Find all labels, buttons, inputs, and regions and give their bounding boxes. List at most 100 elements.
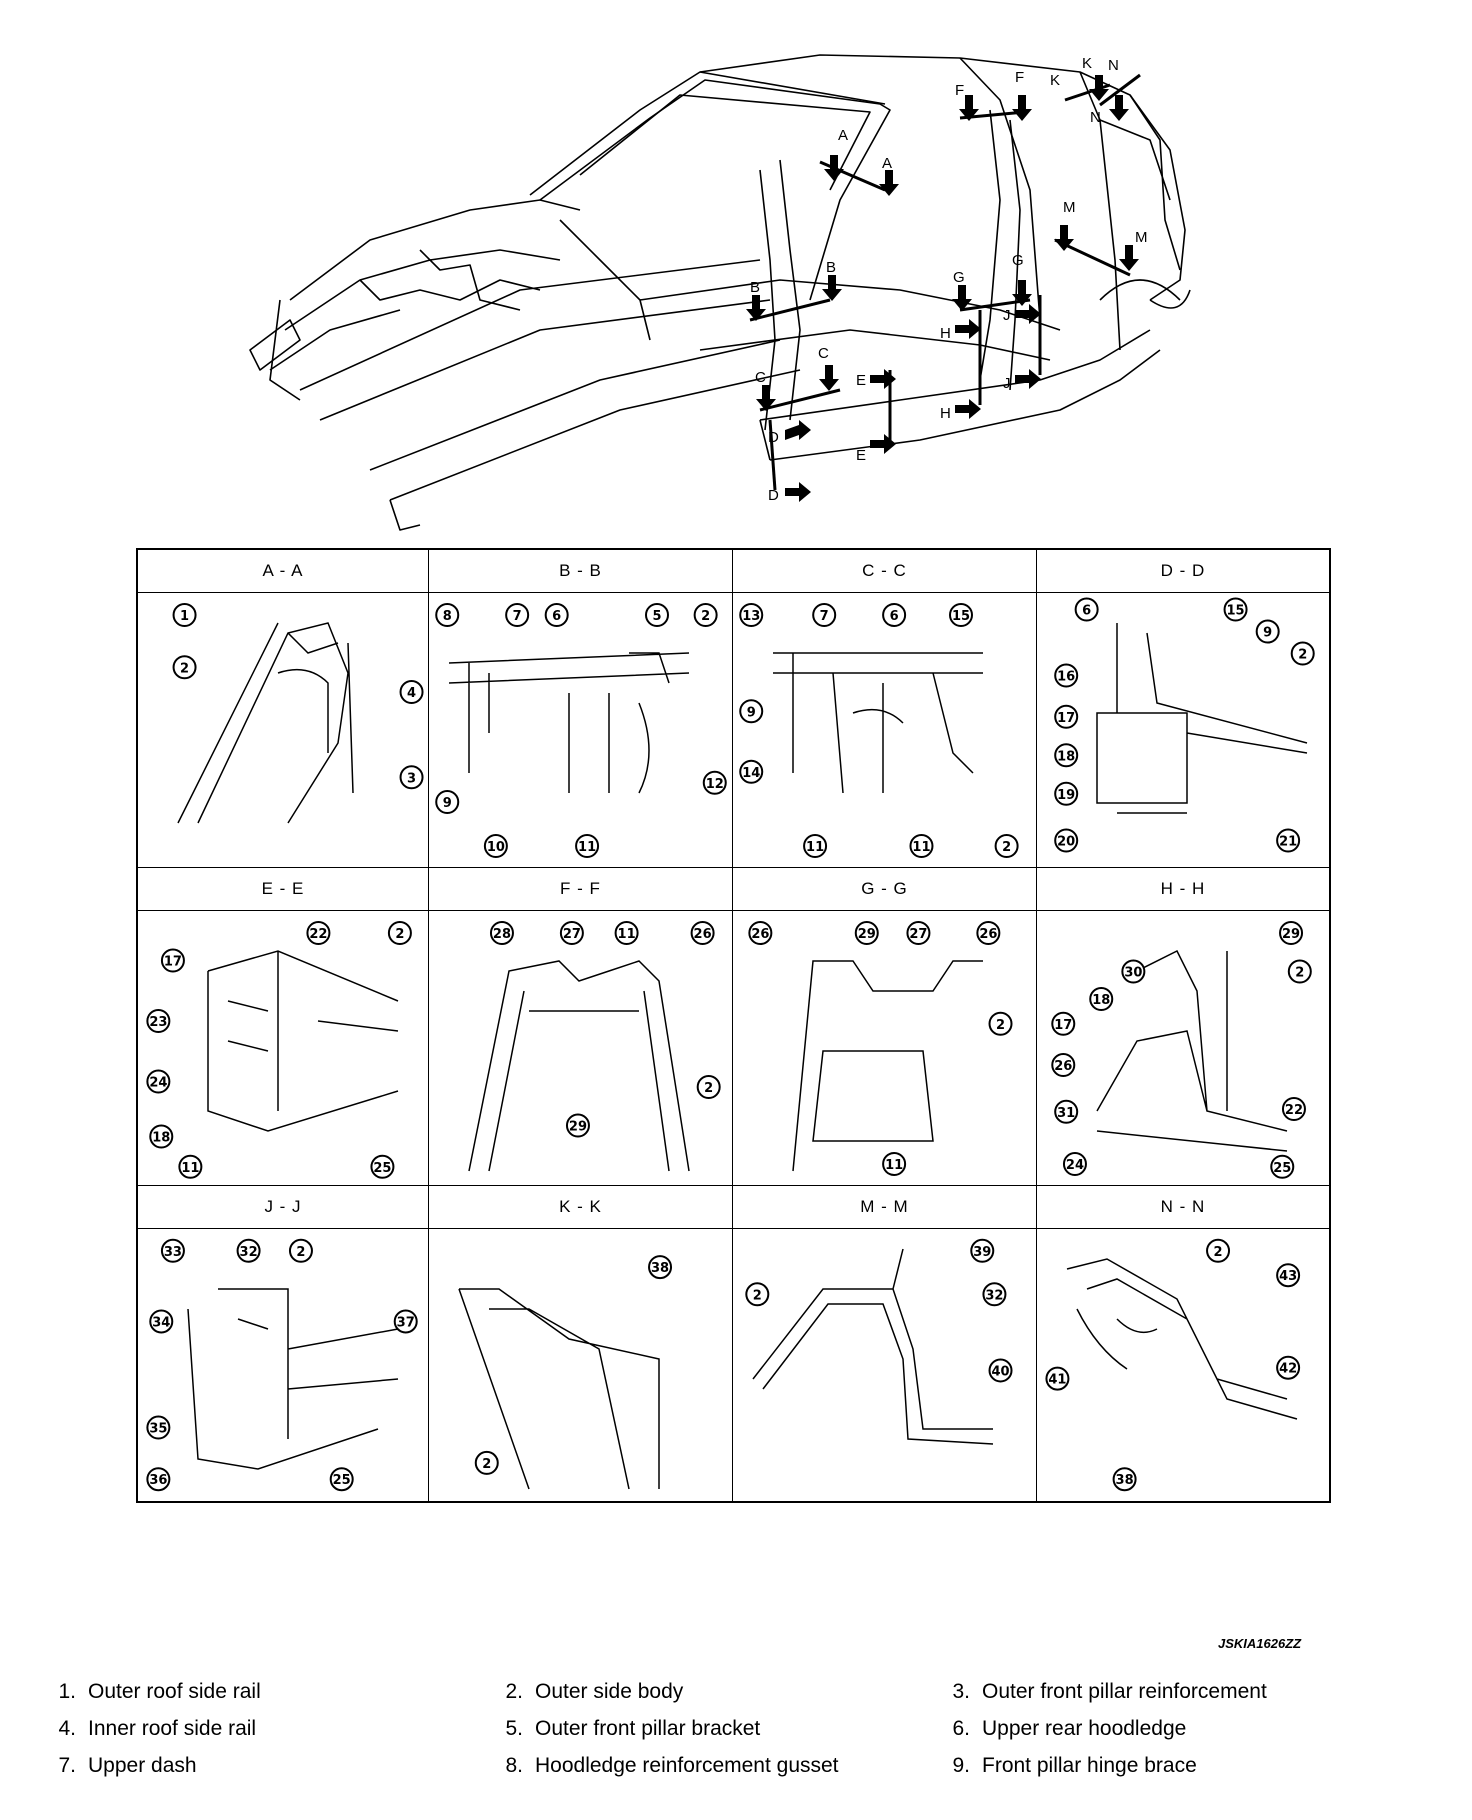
callout-number: 15 [952,609,970,624]
part-callout: 31 [1054,1099,1079,1124]
part-callout: 40 [988,1358,1013,1383]
part-callout: 15 [949,603,973,627]
part-callout: 41 [1045,1366,1070,1391]
part-callout: 2 [474,1450,499,1475]
callout-number: 2 [996,1018,1005,1033]
callout-number: 38 [651,1261,669,1276]
callout-number: 7 [513,609,522,624]
callout-number: 17 [1057,711,1075,726]
callout-number: 8 [443,609,452,624]
callout-number: 2 [296,1245,305,1260]
callout-number: 35 [149,1422,167,1437]
section-title: J - J [138,1186,428,1229]
part-callout: 25 [1270,1154,1295,1179]
callout-number: 12 [706,777,724,792]
legend-text: Inner roof side rail [88,1717,257,1740]
legend-text: Outer side body [535,1680,684,1703]
callout-number: 9 [443,796,452,811]
cross-section-outline [1066,1258,1298,1420]
marker-n: N [1090,109,1101,126]
cross-section-outline [458,1288,660,1490]
part-callout: 18 [149,1124,174,1149]
part-callout: 2 [172,655,197,680]
section-title: A - A [138,550,428,593]
part-callout: 37 [393,1309,418,1334]
callout-number: 18 [1092,993,1110,1008]
callout-number: 39 [973,1245,991,1260]
figure-id: JSKIA1626ZZ [1218,1636,1302,1651]
part-callout: 22 [306,921,331,945]
callout-number: 34 [152,1315,170,1330]
part-callout: 7 [505,603,530,627]
callout-number: 37 [397,1315,415,1330]
part-callout: 26 [748,921,773,945]
callout-number: 31 [1057,1106,1075,1121]
callout-number: 17 [164,955,182,970]
section-title: N - N [1037,1186,1329,1229]
part-callout: 2 [1290,641,1315,666]
section-title: G - G [733,868,1036,911]
callout-number: 7 [820,609,829,624]
marker-j: J [1003,307,1011,324]
callout-number: 2 [1002,840,1011,855]
callout-number: 29 [1282,927,1300,942]
callout-number: 43 [1279,1269,1297,1284]
part-callout: 42 [1276,1355,1301,1380]
part-callout: 2 [693,603,718,627]
legend-text: Outer front pillar bracket [535,1717,761,1740]
callout-number: 21 [1279,835,1297,850]
part-callout: 29 [1279,921,1304,945]
part-callout: 18 [1054,743,1079,768]
callout-number: 32 [985,1288,1003,1303]
callout-number: 2 [482,1457,491,1472]
callout-number: 41 [1048,1373,1066,1388]
callout-number: 18 [152,1131,170,1146]
part-callout: 6 [544,603,569,627]
callout-number: 30 [1124,966,1142,981]
callout-number: 11 [885,1158,903,1173]
callout-number: 28 [493,927,511,942]
part-callout: 17 [1051,1011,1076,1036]
section-drawing: 38 2 [458,1255,673,1490]
callout-number: 15 [1227,604,1245,619]
callout-number: 18 [1057,749,1075,764]
callout-number: 42 [1279,1362,1297,1377]
part-callout: 25 [329,1467,354,1492]
part-callout: 12 [702,770,727,795]
legend-text: Outer roof side rail [88,1680,261,1703]
part-callout: 5 [645,603,669,627]
callout-number: 3 [407,771,416,786]
marker-m: M [1063,199,1076,216]
part-callout: 10 [483,834,508,858]
cross-section-outline [207,950,399,1132]
legend-number: 8. [505,1754,523,1777]
part-callout: 38 [1112,1467,1137,1492]
callout-number: 6 [890,609,899,624]
legend-number: 3. [952,1680,970,1703]
legend-text: Front pillar hinge brace [982,1754,1197,1777]
part-callout: 11 [882,1152,907,1176]
part-callout: 11 [614,921,639,945]
cross-section-outline [752,1248,994,1445]
marker-g: G [1012,252,1024,269]
callout-number: 4 [407,686,416,701]
marker-f: F [1015,69,1024,86]
part-callout: 26 [976,921,1001,945]
section-title: B - B [429,550,732,593]
legend-text: Outer front pillar reinforcement [982,1680,1267,1703]
part-callout: 19 [1054,781,1079,806]
callout-number: 16 [1057,670,1075,685]
part-callout: 27 [559,921,584,945]
marker-m: M [1135,229,1148,246]
callout-number: 14 [742,766,760,781]
